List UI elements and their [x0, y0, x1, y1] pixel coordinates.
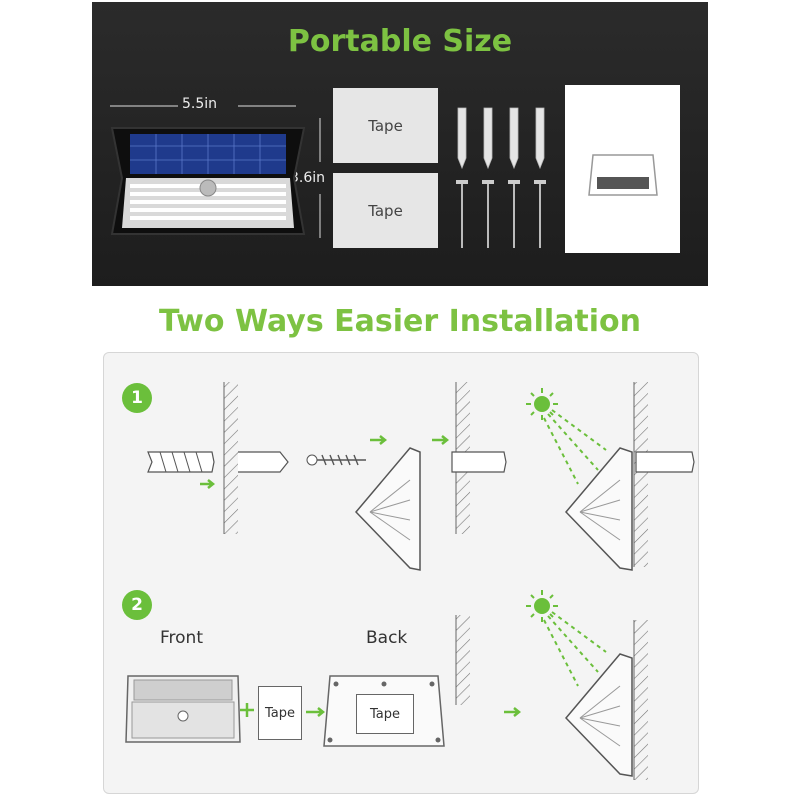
dimension-lines [110, 105, 321, 238]
wall-3 [634, 382, 648, 567]
lamp-side-view-2 [564, 447, 633, 571]
height-label: 3.6in [290, 170, 326, 186]
arrow-2 [370, 435, 388, 445]
portable-size-title: Portable Size [287, 24, 513, 59]
width-label: 5.5in [182, 96, 218, 112]
tape-pad-1: Tape [333, 88, 438, 163]
user-manual [565, 85, 680, 253]
arrow-5 [504, 707, 522, 717]
installation-title: Two Ways Easier Installation [159, 304, 641, 339]
plus-icon [240, 703, 254, 717]
back-label: Back [366, 628, 408, 648]
wall-anchor-2 [451, 451, 507, 473]
step-1-badge: 1 [122, 383, 152, 413]
wall-1 [224, 382, 238, 534]
wall-anchor-3 [635, 451, 695, 473]
sun-icon-1 [526, 388, 558, 420]
sun-rays-1 [543, 409, 607, 485]
anchors-and-screws [456, 107, 546, 248]
screw-head [306, 454, 318, 466]
tape-front: Tape [258, 686, 302, 740]
sun-icon-2 [526, 590, 558, 622]
arrow-3 [432, 435, 450, 445]
sun-rays-2 [543, 611, 607, 687]
wall-5 [634, 620, 648, 780]
drill-bit [238, 451, 289, 473]
solar-light-product [110, 127, 306, 235]
lamp-side-view-1 [354, 447, 421, 571]
arrow-4 [306, 707, 326, 717]
front-label: Front [160, 628, 203, 648]
wall-4 [456, 615, 470, 705]
wall-anchor-1 [147, 451, 215, 473]
tape-back: Tape [356, 694, 414, 734]
step-2-badge: 2 [122, 590, 152, 620]
tape-pad-2: Tape [333, 173, 438, 248]
arrow-1 [200, 479, 216, 489]
lamp-side-view-3 [564, 653, 633, 777]
